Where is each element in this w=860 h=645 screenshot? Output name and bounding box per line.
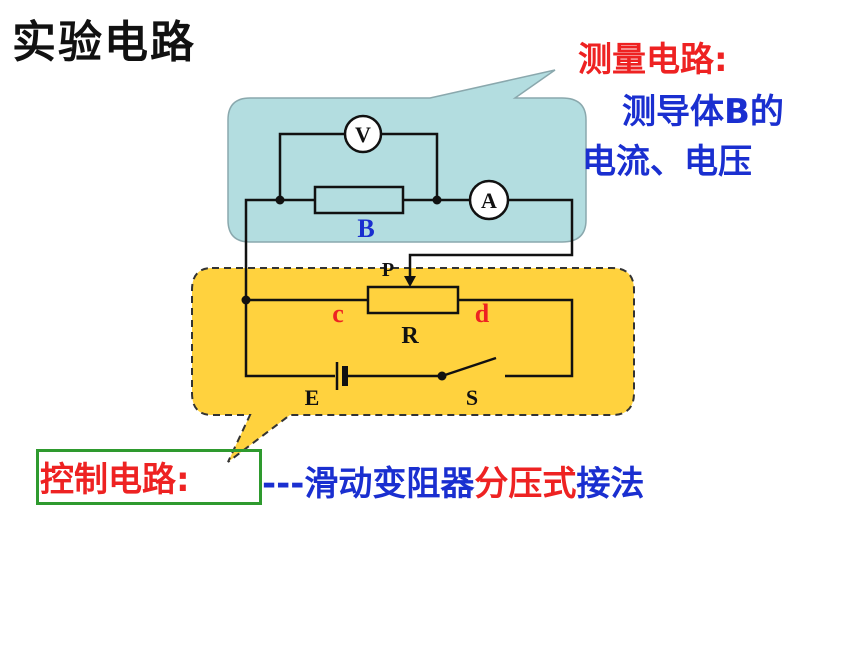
slider-p-label: P — [382, 259, 394, 281]
page-title: 实验电路 — [12, 17, 196, 68]
control-part-3: 接法 — [576, 464, 645, 504]
rheostat-r — [366, 285, 460, 315]
voltmeter-circle — [343, 114, 383, 154]
measurement-callout — [227, 69, 587, 243]
measurement-heading: 测量电路: — [578, 40, 728, 80]
measurement-line-2: 测导体B的 — [622, 92, 784, 132]
battery-e-label: E — [305, 385, 320, 410]
end-c-label: c — [332, 299, 344, 328]
ammeter-label: A — [481, 188, 497, 213]
measurement-line-3: 电流、电压 — [582, 142, 752, 182]
battery-symbol — [335, 362, 348, 390]
end-d-label: d — [475, 299, 490, 328]
switch-s-label: S — [466, 385, 478, 410]
voltmeter-label: V — [355, 122, 371, 147]
resistor-b-label: B — [357, 214, 374, 243]
control-label-box — [36, 449, 262, 505]
control-part-1: 滑动变阻器 — [304, 464, 475, 504]
control-dashes: --- — [262, 464, 305, 504]
rheostat-r-label: R — [401, 323, 419, 349]
ammeter-circle — [468, 179, 510, 221]
control-callout — [191, 267, 635, 463]
junction-dots — [241, 195, 447, 381]
control-label: 控制电路: — [40, 460, 190, 500]
wires — [244, 132, 574, 378]
slider-arrow — [404, 276, 416, 287]
control-description: ---滑动变阻器分压式接法 — [262, 456, 644, 505]
resistor-b — [313, 185, 405, 215]
control-part-2: 分压式 — [474, 464, 577, 504]
